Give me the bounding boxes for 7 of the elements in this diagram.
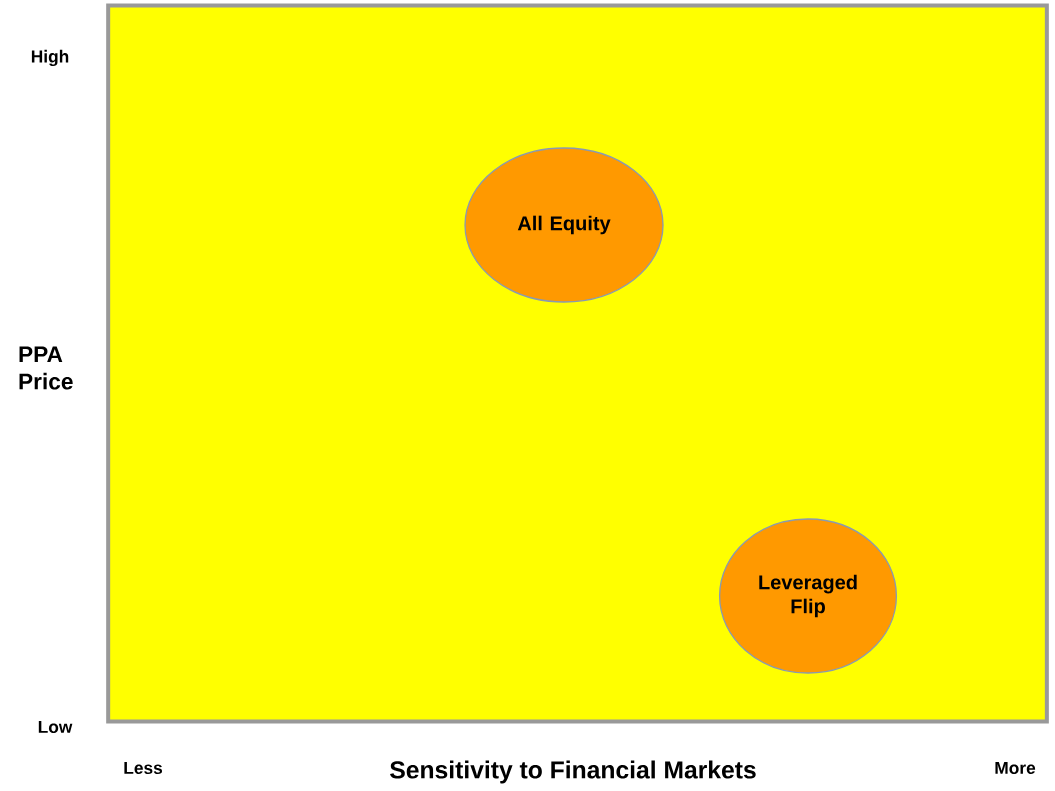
axis-title: PPA Price [19,346,73,390]
plot-area [106,3,1049,724]
axis-tick-label: Low [38,720,73,734]
axis-tick-label: Less [124,761,163,775]
axis-tick-label: More [995,761,1036,775]
axis-title: Sensitivity to Financial Markets [390,760,756,784]
axis-tick-label: High [31,49,69,67]
